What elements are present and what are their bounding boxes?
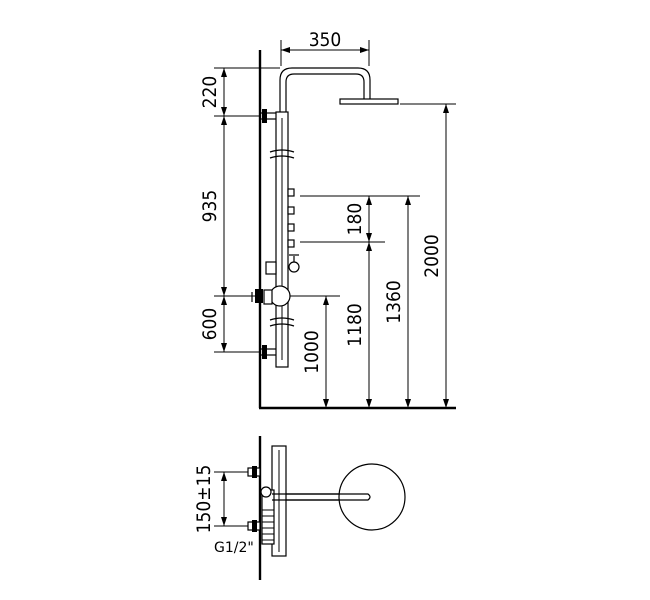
dim-mixer-height: 1000	[301, 330, 323, 374]
dim-jets-bottom-height: 1180	[344, 303, 366, 347]
dim-upper-span: 935	[199, 190, 221, 223]
extension-lines	[214, 40, 456, 353]
front-view: 350 220 935 600 180 2000 1360 1180 1000	[199, 29, 456, 410]
shower-arm	[279, 67, 371, 112]
dimension-lines	[221, 47, 449, 408]
upper-wall-bracket	[260, 109, 276, 123]
side-mixer-ribs	[262, 509, 274, 541]
hand-shower-rail	[269, 149, 295, 327]
side-diverter-knob	[260, 486, 272, 498]
side-mixer-block	[261, 489, 275, 545]
diverter-valve	[265, 254, 300, 275]
dim-jets-top-height: 1360	[383, 280, 405, 324]
dim-top-gap: 220	[199, 76, 221, 109]
dim-thread: G1/2"	[214, 540, 254, 556]
body-jets	[287, 188, 295, 248]
thermostatic-mixer	[251, 285, 291, 307]
dim-lower-span: 600	[199, 308, 221, 341]
side-view: 150±15 G1/2"	[193, 436, 406, 580]
side-inlet-upper	[247, 466, 261, 478]
side-inlet-lower	[247, 520, 261, 532]
dim-jet-spacing: 180	[344, 203, 366, 236]
overhead-shower-head	[339, 98, 399, 105]
lower-wall-bracket	[260, 345, 276, 359]
dim-arm-reach: 350	[309, 29, 342, 51]
dim-total-height: 2000	[421, 234, 443, 278]
dim-inlet-spacing: 150±15	[193, 465, 215, 534]
side-shower-head	[338, 463, 406, 531]
